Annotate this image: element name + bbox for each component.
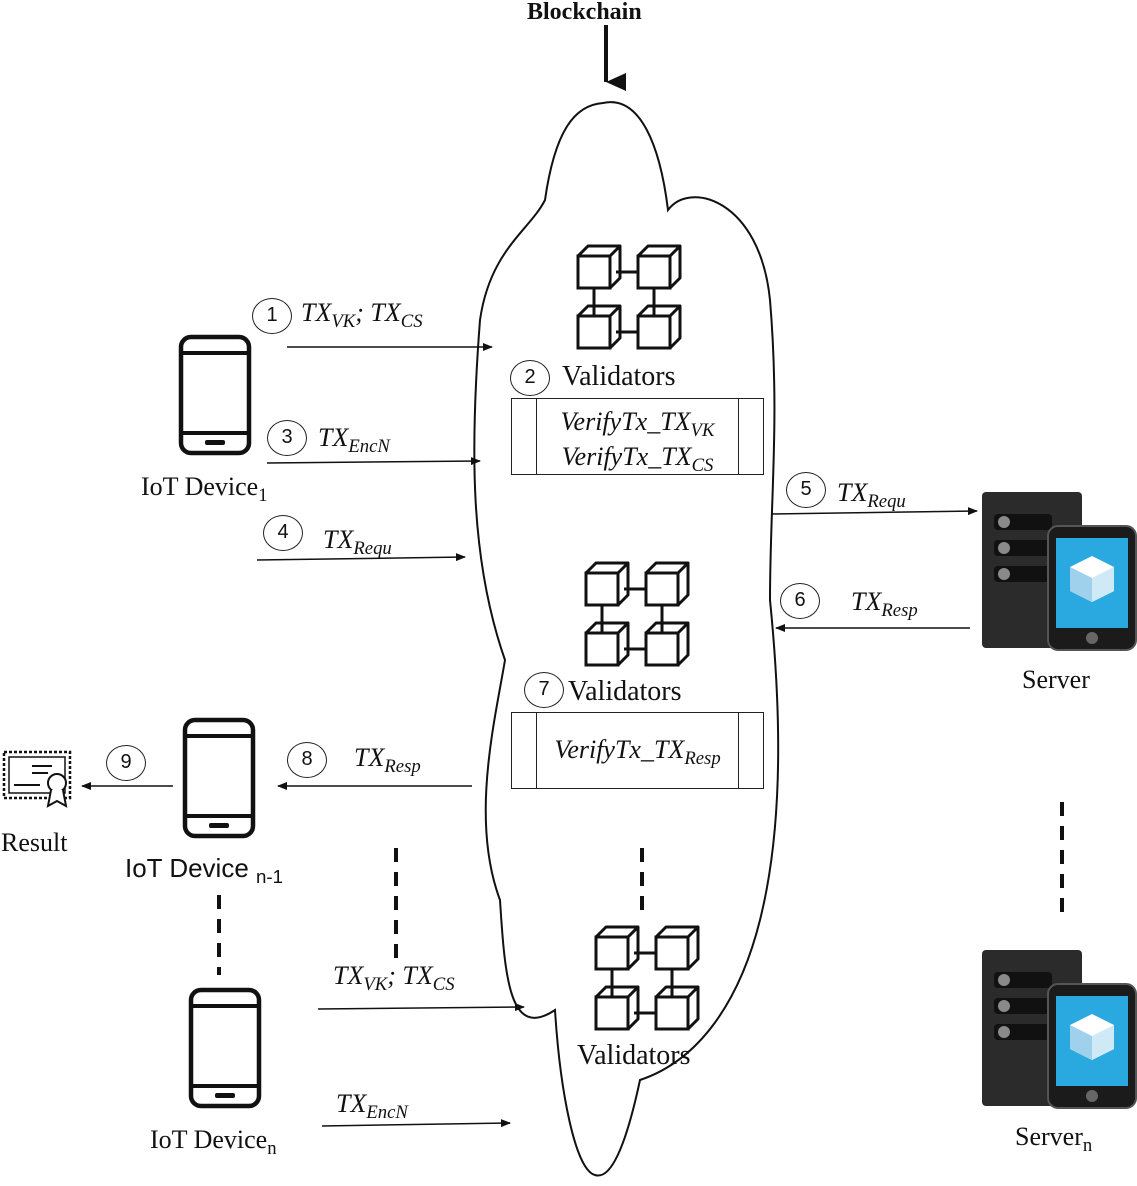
step-3-badge: 3 <box>267 420 307 456</box>
server-n-label: Servern <box>1015 1122 1093 1156</box>
validators-1-verify-box: VerifyTx_TXVK VerifyTx_TXCS <box>511 398 764 475</box>
validators-3-label: Validators <box>577 1040 691 1071</box>
step-4-badge: 4 <box>263 515 303 551</box>
blockchain-title: Blockchain <box>527 0 642 25</box>
iot-device-n-phone-icon <box>191 990 259 1106</box>
verify-line-cs: VerifyTx_TXCS <box>561 442 714 476</box>
iot-device-1-phone-icon <box>181 337 249 453</box>
step-9-badge: 9 <box>106 745 146 781</box>
validators-2-label: Validators <box>568 676 682 707</box>
step-6-badge: 6 <box>780 583 820 619</box>
message-1-label: TXVK; TXCS <box>301 298 423 332</box>
arrow-4 <box>256 553 466 562</box>
message-4-label: TXRequ <box>323 525 392 559</box>
certificate-icon <box>2 750 72 808</box>
message-n-1-label: TXVK; TXCS <box>333 961 455 995</box>
server-1-icon <box>981 491 1137 651</box>
message-n-2-label: TXEncN <box>336 1089 408 1123</box>
arrow-n-2 <box>321 1119 511 1128</box>
arrow-n-1 <box>317 1003 525 1012</box>
iot-device-1-label: IoT Device1 <box>141 472 268 506</box>
result-label: Result <box>1 828 68 857</box>
validators-2-verify-box: VerifyTx_TXResp <box>511 712 764 789</box>
validators-1-label: Validators <box>562 361 676 392</box>
arrow-3 <box>266 457 481 466</box>
server-n-icon <box>981 949 1137 1109</box>
step-1-badge: 1 <box>252 298 292 334</box>
iot-device-n-1-label: IoT Device n-1 <box>125 853 284 887</box>
message-3-label: TXEncN <box>318 423 390 457</box>
iot-device-n-1-phone-icon <box>185 720 253 836</box>
message-5-label: TXRequ <box>837 478 906 512</box>
step-2-badge: 2 <box>510 360 550 396</box>
server-1-label: Server <box>1022 665 1090 694</box>
iot-device-n-label: IoT Devicen <box>150 1125 277 1159</box>
step-8-badge: 8 <box>287 742 327 778</box>
message-6-label: TXResp <box>851 587 918 621</box>
step-7-badge: 7 <box>524 672 564 708</box>
verify-line-resp: VerifyTx_TXResp <box>554 735 721 769</box>
message-8-label: TXResp <box>354 743 421 777</box>
verify-line-vk: VerifyTx_TXVK <box>560 407 715 441</box>
arrow-5 <box>771 507 978 516</box>
step-5-badge: 5 <box>786 472 826 508</box>
